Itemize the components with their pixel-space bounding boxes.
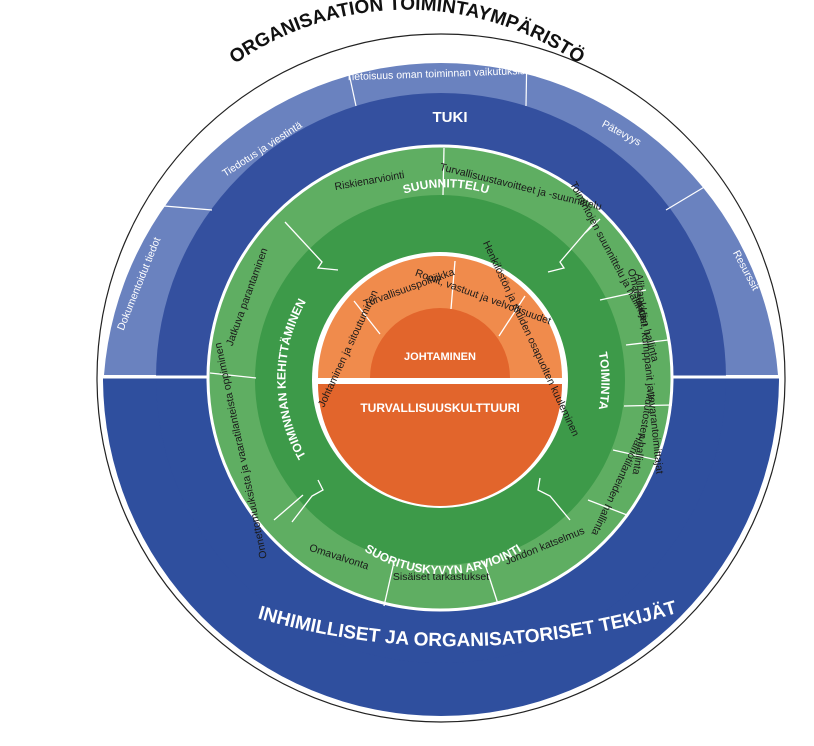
green-dividers <box>209 147 673 607</box>
title-johtaminen: JOHTAMINEN <box>404 351 476 363</box>
core-lower-half <box>318 384 562 506</box>
tuki-title: TUKI <box>433 109 468 126</box>
core-dividers <box>353 260 526 337</box>
tuki-dividers <box>151 46 717 211</box>
title-turvallisuuskulttuuri: TURVALLISUUSKULTTUURI <box>360 401 519 415</box>
johtaminen-semicircle <box>370 308 510 378</box>
title-toiminta: TOIMINTA <box>596 351 613 412</box>
label-sisaiset: Sisäiset tarkastukset <box>393 571 489 583</box>
title-suunnittelu: SUUNNITTELU <box>401 176 491 196</box>
